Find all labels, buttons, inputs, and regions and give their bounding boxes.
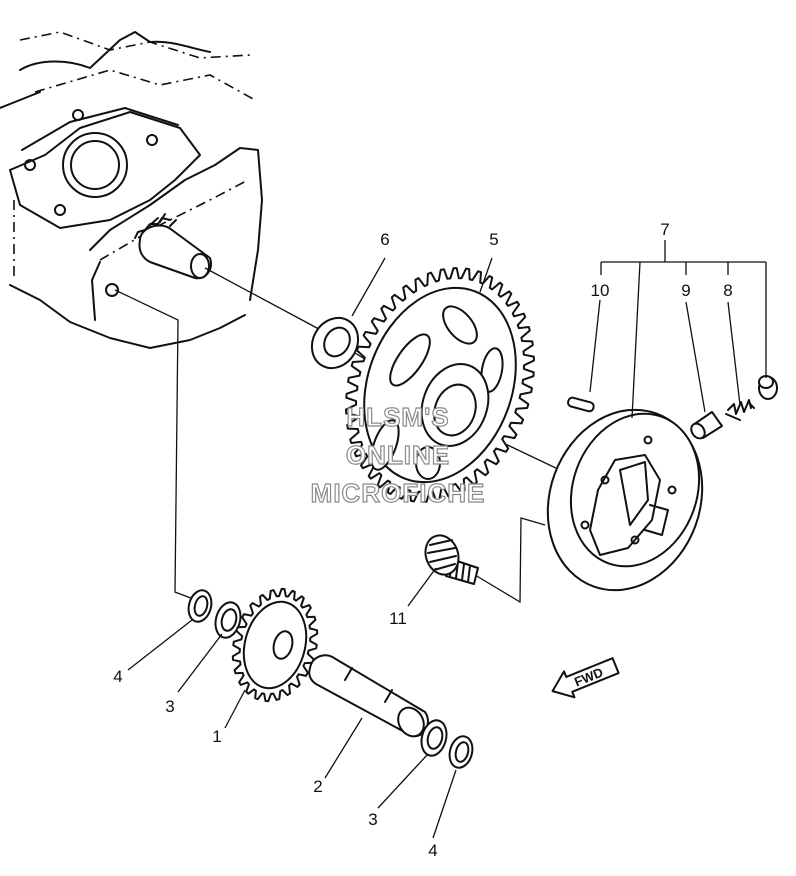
- part-3-washer-lower: [420, 719, 448, 757]
- part-4-circlip-upper: [187, 589, 213, 623]
- callout-5: 5: [489, 230, 498, 249]
- callout-7: 7: [660, 220, 669, 239]
- callout-11: 11: [389, 609, 407, 628]
- callout-10: 10: [591, 281, 610, 300]
- part-2-shaft: [308, 654, 429, 738]
- watermark-line-1: HLSM'S: [346, 402, 449, 432]
- callout-2: 2: [313, 777, 322, 796]
- callout-4-lower: 4: [428, 841, 437, 860]
- callout-3-lower: 3: [368, 810, 377, 829]
- part-4-circlip-lower: [448, 735, 474, 769]
- shaft-stub: [138, 213, 212, 280]
- leader-lines: [127, 240, 767, 839]
- watermark-line-2: ONLINE: [346, 440, 450, 470]
- part-10-pin: [567, 396, 595, 413]
- crankcase: [0, 31, 263, 349]
- callouts: 6 5 7 10 9 8 11 4 3 1 2 3 4: [113, 220, 732, 860]
- callout-8: 8: [723, 281, 732, 300]
- watermark: HLSM'S ONLINE MICROFICHE: [310, 401, 486, 508]
- spring-cap: [758, 375, 778, 400]
- part-7-clutch-housing: [546, 408, 704, 592]
- callout-6: 6: [380, 230, 389, 249]
- fwd-arrow: FWD: [551, 657, 620, 699]
- part-1-small-gear: [231, 587, 319, 703]
- part-3-washer-upper: [214, 601, 242, 639]
- callout-9: 9: [681, 281, 690, 300]
- watermark-line-3: MICROFICHE: [311, 478, 486, 508]
- part-6-washer: [310, 316, 360, 370]
- callout-1: 1: [212, 727, 221, 746]
- part-8-spring: [725, 399, 755, 421]
- part-9-roller: [690, 411, 723, 440]
- callout-3-upper: 3: [165, 697, 174, 716]
- part-5-large-gear: [345, 267, 535, 503]
- part-11-bolt: [424, 534, 479, 585]
- callout-4-upper: 4: [113, 667, 122, 686]
